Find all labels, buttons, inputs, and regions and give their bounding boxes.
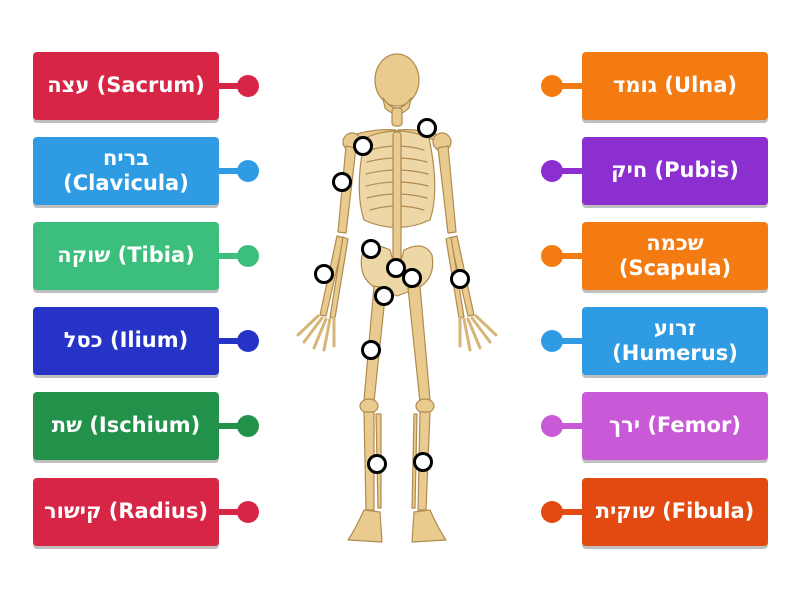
label-connector [556,509,582,515]
label-tibia-text: שוקה (Tibia) [57,243,195,268]
drop-target[interactable] [314,264,334,284]
drop-target[interactable] [374,286,394,306]
label-pin[interactable] [541,245,563,267]
drop-target[interactable] [353,136,373,156]
label-pin[interactable] [237,75,259,97]
label-scapula-text: שכמה (Scapula) [618,230,732,280]
drop-target[interactable] [413,452,433,472]
drop-target[interactable] [450,269,470,289]
label-humerus[interactable]: זרוע (Humerus) [582,307,768,375]
label-pubis[interactable]: חיק (Pubis) [582,137,768,205]
label-pin[interactable] [237,501,259,523]
label-humerus-text: זרוע (Humerus) [612,315,738,365]
drop-target[interactable] [367,454,387,474]
label-connector [556,253,582,259]
label-connector [556,83,582,89]
drop-target[interactable] [386,258,406,278]
label-ulna[interactable]: גומד (Ulna) [582,52,768,120]
label-connector [219,83,245,89]
label-connector [219,423,245,429]
label-ilium-text: כסל (Ilium) [63,328,189,353]
label-radius-text: קישור (Radius) [44,499,208,524]
label-fibula-text: שוקית (Fibula) [595,499,755,524]
label-connector [556,168,582,174]
label-pin[interactable] [541,75,563,97]
label-connector [219,338,245,344]
skeleton-illustration [296,53,498,543]
label-connector [556,423,582,429]
label-sacrum[interactable]: עצה (Sacrum) [33,52,219,120]
label-connector [219,253,245,259]
label-pin[interactable] [541,501,563,523]
label-connector [556,338,582,344]
label-clavicula[interactable]: בריח (Clavicula) [33,137,219,205]
label-connector [219,509,245,515]
label-ischium[interactable]: שת (Ischium) [33,392,219,460]
label-pin[interactable] [237,415,259,437]
label-femor[interactable]: ירך (Femor) [582,392,768,460]
label-radius[interactable]: קישור (Radius) [33,478,219,546]
label-pin[interactable] [237,160,259,182]
label-ischium-text: שת (Ischium) [51,413,201,438]
drop-target[interactable] [361,340,381,360]
drop-target[interactable] [332,172,352,192]
label-sacrum-text: עצה (Sacrum) [47,73,205,98]
label-pin[interactable] [541,330,563,352]
drop-target[interactable] [361,239,381,259]
label-pin[interactable] [541,415,563,437]
drop-target[interactable] [417,118,437,138]
label-pubis-text: חיק (Pubis) [611,158,739,183]
label-femor-text: ירך (Femor) [609,413,741,438]
label-pin[interactable] [237,245,259,267]
label-tibia[interactable]: שוקה (Tibia) [33,222,219,290]
label-pin[interactable] [237,330,259,352]
label-connector [219,168,245,174]
drop-target[interactable] [402,268,422,288]
label-ulna-text: גומד (Ulna) [612,73,738,98]
label-pin[interactable] [541,160,563,182]
label-fibula[interactable]: שוקית (Fibula) [582,478,768,546]
label-scapula[interactable]: שכמה (Scapula) [582,222,768,290]
label-ilium[interactable]: כסל (Ilium) [33,307,219,375]
label-clavicula-text: בריח (Clavicula) [63,145,189,195]
